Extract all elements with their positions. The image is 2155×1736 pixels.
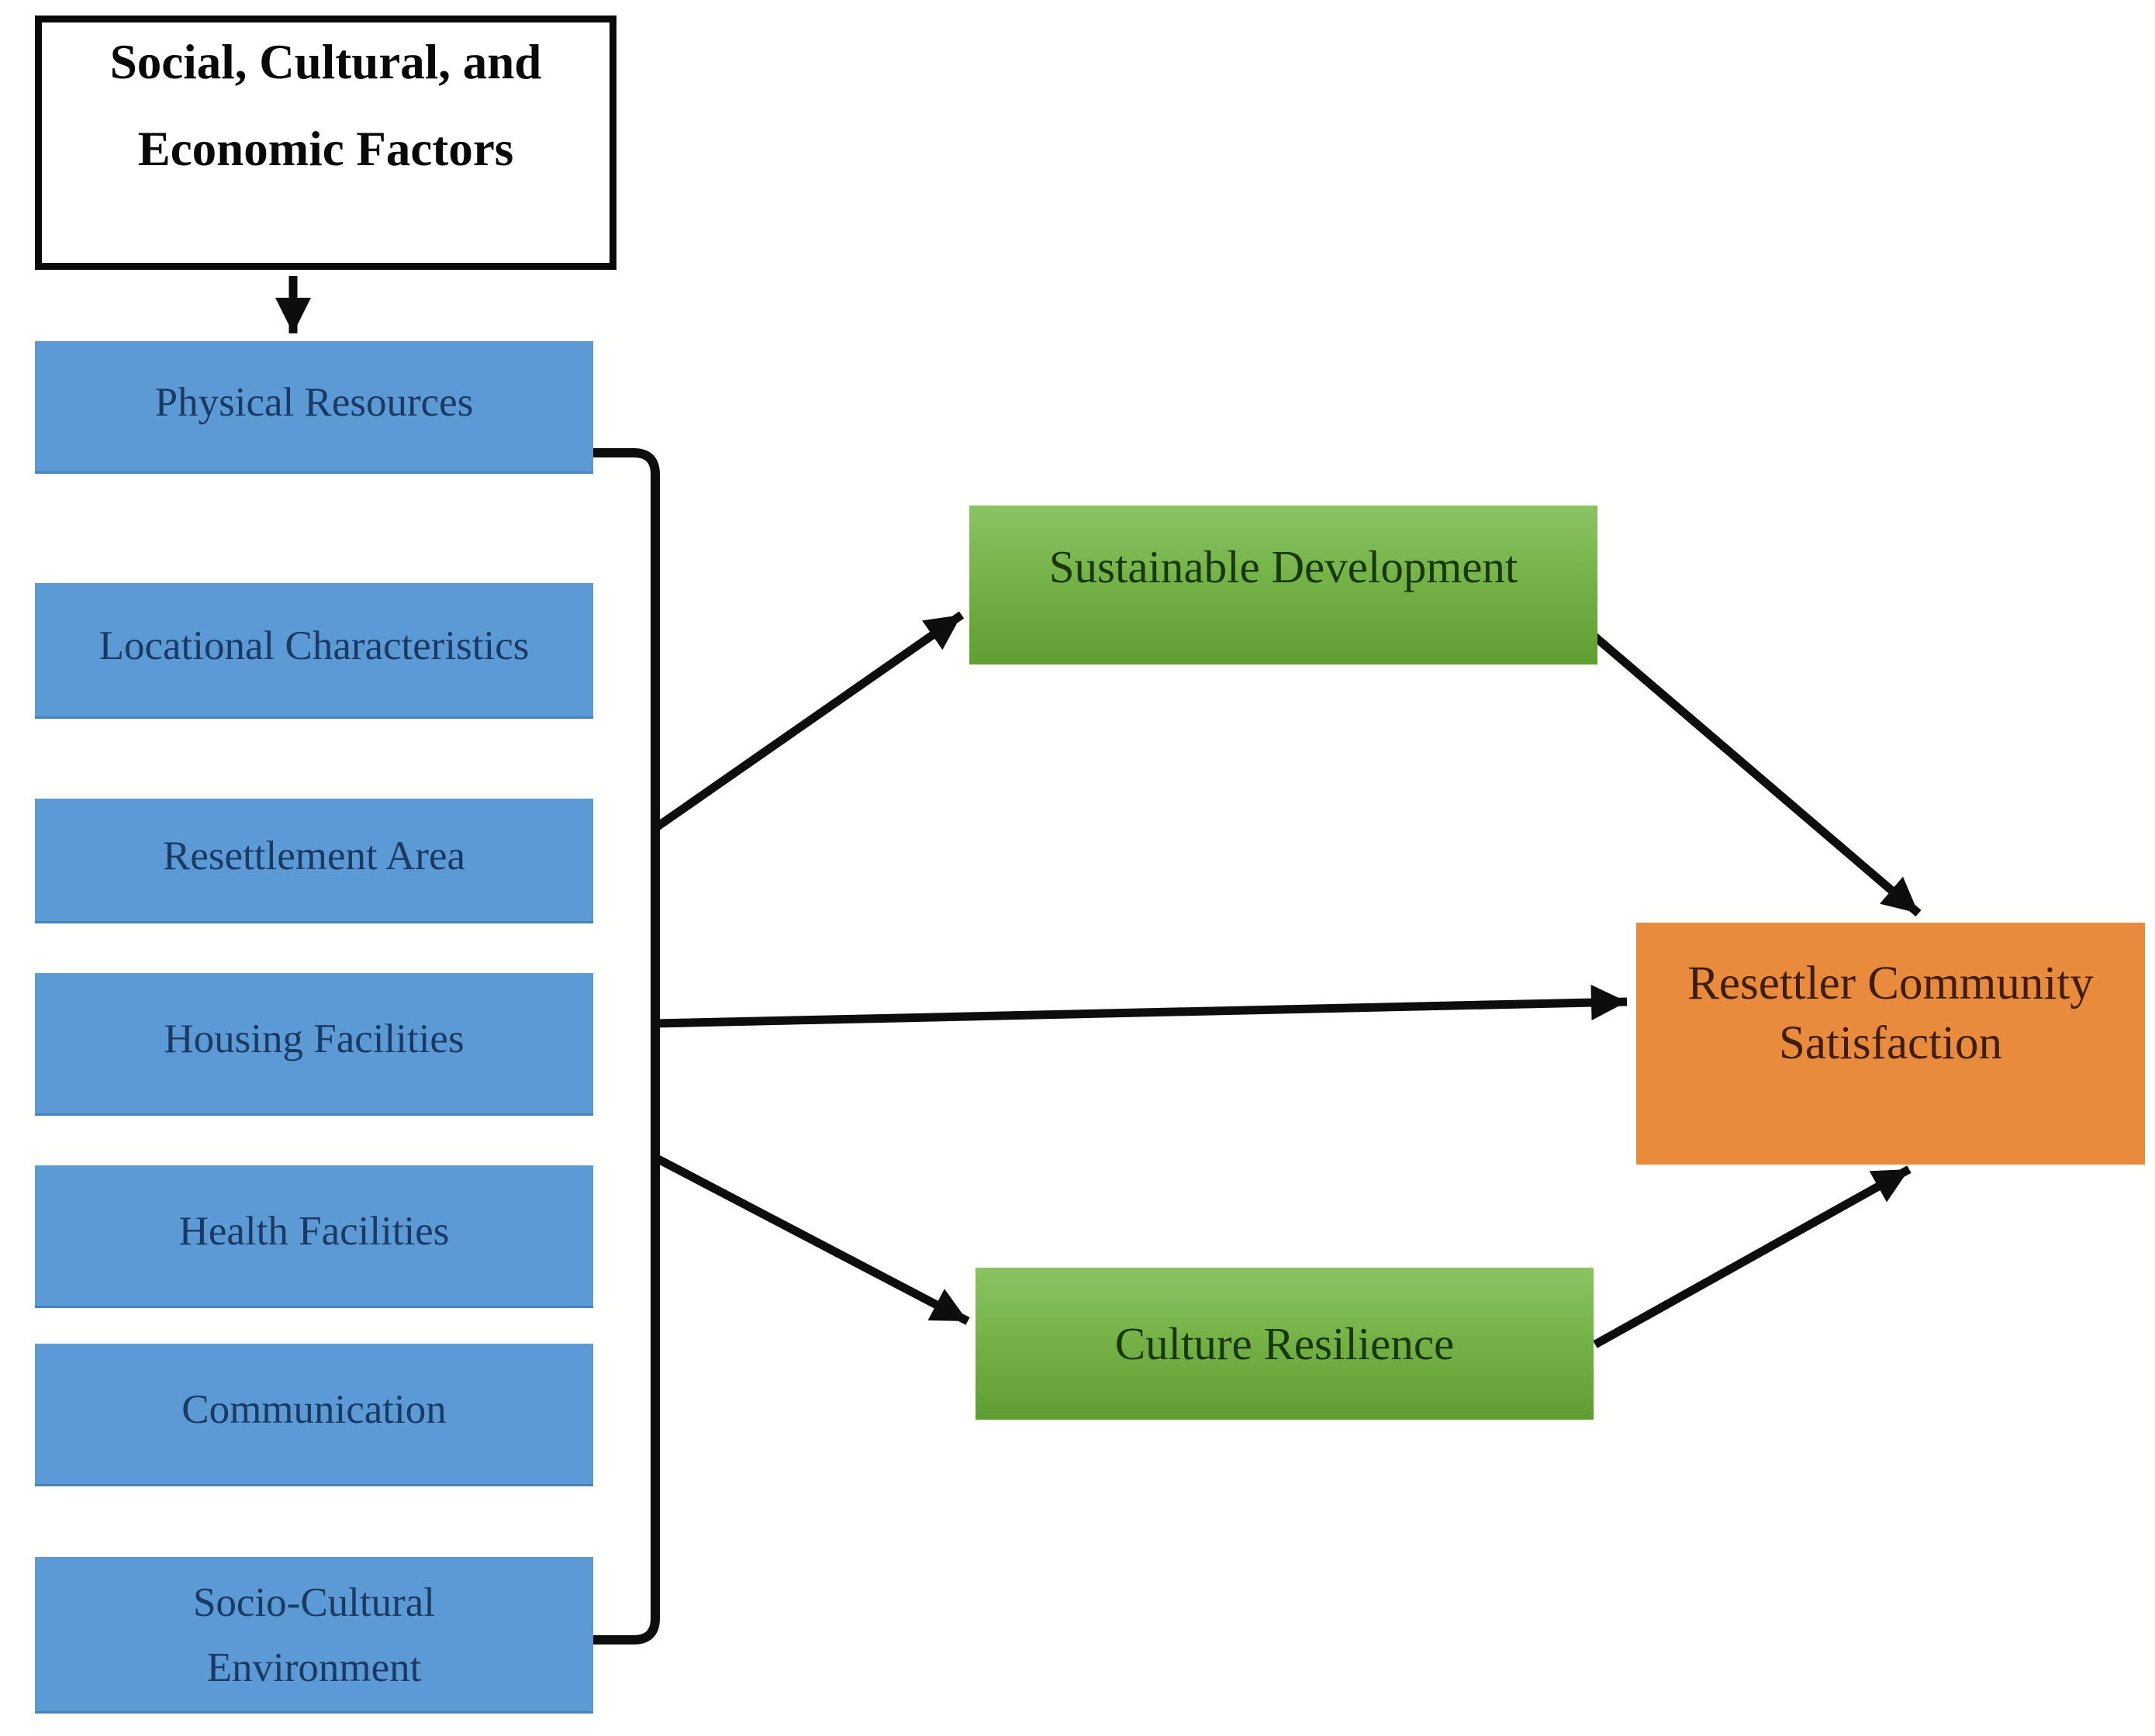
- header-line-2: Economic Factors: [137, 122, 514, 176]
- factor-box-resettlement-area: Resettlement Area: [35, 799, 593, 923]
- outcome-line-2: Satisfaction: [1779, 1017, 2002, 1069]
- factor-label: Socio-Cultural Environment: [192, 1580, 436, 1690]
- mediator-label: Culture Resilience: [1114, 1318, 1455, 1369]
- factor-label: Physical Resources: [154, 379, 474, 425]
- mediator-box-sustainable-development: Sustainable Development: [969, 506, 1597, 664]
- arrow-sustainable-development-to-satisfaction: [1583, 626, 1922, 917]
- header-line-1: Social, Cultural, and: [109, 35, 542, 89]
- outcome-box-resettler-community-satisfaction: Resettler Community Satisfaction: [1636, 923, 2145, 1165]
- factor-box-locational-characteristics: Locational Characteristics: [35, 583, 593, 719]
- outcome-line-1: Resettler Community: [1687, 958, 2094, 1010]
- factor-box-health-facilities: Health Facilities: [35, 1165, 593, 1308]
- factors-group-bracket: [586, 448, 660, 1645]
- factor-label: Locational Characteristics: [98, 623, 530, 668]
- factor-label: Communication: [181, 1387, 447, 1432]
- factor-label: Resettlement Area: [163, 833, 465, 878]
- factor-box-communication: Communication: [35, 1344, 593, 1486]
- factor-box-physical-resources: Physical Resources: [35, 341, 593, 474]
- mediator-box-culture-resilience: Culture Resilience: [976, 1268, 1594, 1420]
- factor-box-socio-cultural-environment: Socio-Cultural Environment: [35, 1557, 593, 1714]
- header-box-social-cultural-economic-factors: Social, Cultural, and Economic Factors: [35, 16, 616, 270]
- arrow-factors-to-culture-resilience: [651, 1153, 970, 1325]
- mediator-label: Sustainable Development: [1048, 540, 1518, 592]
- factor-label: Health Facilities: [178, 1209, 450, 1254]
- arrow-culture-resilience-to-satisfaction: [1593, 1165, 1912, 1348]
- arrow-factors-to-satisfaction: [654, 985, 1628, 1028]
- factor-box-housing-facilities: Housing Facilities: [35, 973, 593, 1116]
- arrow-factors-to-sustainable-development: [652, 611, 965, 832]
- factor-label: Housing Facilities: [164, 1016, 464, 1061]
